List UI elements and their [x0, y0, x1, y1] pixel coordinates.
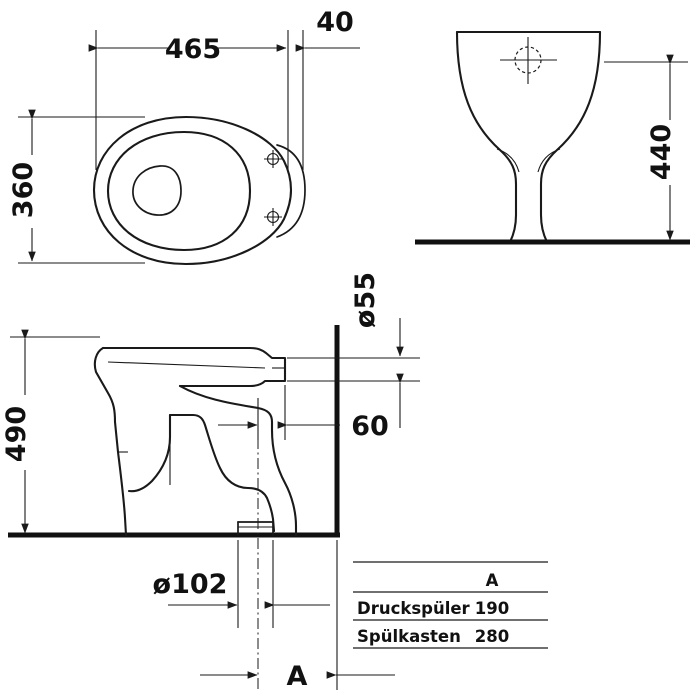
dimension-60-label: 60 — [351, 411, 389, 442]
side-view-bowl-outer — [178, 384, 298, 537]
top-view-extension-lines — [18, 30, 304, 264]
front-view-waist-left — [496, 148, 520, 173]
side-view-trap-u — [127, 413, 172, 493]
dimension-360-label: 360 — [8, 162, 39, 218]
dimension-465-label: 465 — [165, 34, 221, 65]
dimension-40: 40 — [295, 7, 360, 52]
dimension-490-label: 490 — [1, 406, 32, 462]
dimension-360: 360 — [8, 109, 39, 262]
top-view-fixing-hole-upper — [264, 150, 282, 168]
table-row-0-value: 190 — [475, 599, 509, 618]
dimension-d55-label: ø55 — [350, 272, 381, 328]
dimension-440-label: 440 — [646, 124, 677, 180]
side-view-body-outline — [93, 346, 128, 537]
dimension-440: 440 — [604, 54, 688, 241]
front-view-inlet-hole — [500, 37, 557, 84]
front-view: 440 — [415, 30, 690, 245]
variant-table: A Druckspüler 190 Spülkasten 280 — [353, 561, 548, 649]
dimension-40-label: 40 — [316, 7, 354, 38]
dimension-A: A — [200, 540, 395, 692]
dimension-490: 490 — [1, 329, 100, 534]
side-view-trap-section — [168, 413, 276, 533]
top-view-fixing-hole-lower — [264, 208, 282, 226]
table-row-1-value: 280 — [475, 627, 509, 646]
side-view-floor-outlet — [237, 521, 274, 536]
top-view: 465 40 360 — [8, 7, 360, 266]
dimension-A-label: A — [287, 661, 308, 692]
table-row-0-label: Druckspüler — [357, 599, 471, 618]
dimension-d102: ø102 — [153, 540, 330, 628]
side-view-rim — [101, 346, 287, 388]
dimension-60: 60 — [218, 385, 389, 442]
side-section-view: 490 60 ø55 ø102 — [1, 272, 420, 692]
top-view-bowl-aperture — [132, 165, 182, 216]
table-header-a: A — [486, 571, 499, 590]
side-view-rim-inner-line — [107, 361, 266, 369]
front-view-body-outline — [455, 30, 602, 244]
front-view-waist-right — [537, 148, 561, 173]
dimension-d102-label: ø102 — [153, 569, 228, 600]
dimension-465: 465 — [88, 34, 287, 65]
dimension-d55: ø55 — [287, 272, 420, 428]
top-view-seat-inner-ring — [106, 130, 252, 252]
table-row-1-label: Spülkasten — [357, 627, 461, 646]
top-view-seat-outline — [92, 115, 293, 266]
top-view-hinge-lobe — [276, 144, 306, 238]
